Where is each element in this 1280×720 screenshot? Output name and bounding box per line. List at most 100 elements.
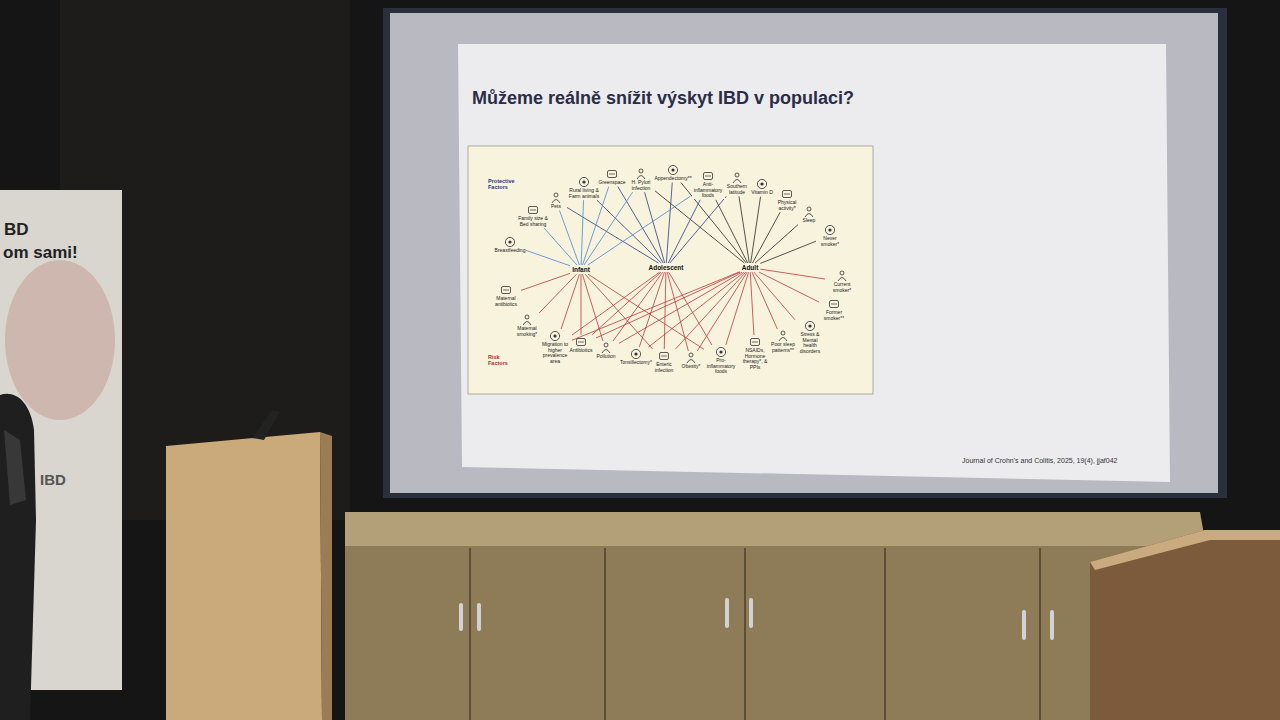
- poster-text-holder: IBD: [40, 472, 66, 489]
- factor-connector: [716, 200, 748, 263]
- factor-label: Antibiotics: [569, 348, 593, 354]
- protective-factor: Vitamin D: [749, 178, 775, 196]
- risk-factor: Maternal smoking*: [513, 314, 541, 337]
- factor-icon: [731, 172, 743, 184]
- factor-connector: [584, 192, 633, 265]
- poster-text: om sami!: [3, 244, 78, 263]
- poster-photo: [5, 260, 115, 420]
- factor-label: Southern latitude: [725, 184, 749, 195]
- factor-label: Obesity*: [681, 364, 701, 370]
- factor-icon: [824, 224, 836, 236]
- risk-factor: Maternal antibiotics: [492, 284, 520, 307]
- stage-label: Adult: [741, 264, 760, 271]
- factor-label: H. Pylori infection: [628, 180, 654, 191]
- group-heading: Risk Factors: [488, 354, 514, 366]
- factor-icon: [749, 336, 761, 348]
- risk-factor: Migration to higher prevalence area: [539, 330, 571, 364]
- poster-text: IBD: [40, 472, 66, 489]
- factor-icon: [777, 330, 789, 342]
- poster-text: BD: [4, 221, 29, 240]
- factor-connector: [580, 274, 581, 335]
- factor-label: Never smoker*: [817, 236, 843, 247]
- factor-label: Migration to higher prevalence area: [539, 342, 571, 364]
- factor-connector: [750, 272, 754, 335]
- factor-connector: [539, 274, 576, 313]
- factor-label: Enteric infection: [652, 362, 676, 373]
- risk-factor: NSAIDs, Hormone therapy*, & PPIs: [740, 336, 770, 370]
- counter-top: [345, 512, 1206, 546]
- screen-frame: [383, 8, 1227, 498]
- group-heading-holder: Protective Factors: [488, 178, 524, 190]
- risk-factor: Enteric infection: [652, 350, 676, 373]
- laptop: [252, 410, 280, 440]
- factor-connector: [726, 272, 749, 345]
- factor-icon: [804, 320, 816, 332]
- factor-connector: [668, 200, 700, 263]
- factor-connector: [752, 212, 780, 263]
- protective-factor: Sleep: [799, 206, 819, 224]
- risk-factor: Former smoker**: [820, 298, 848, 321]
- slide-title: Můžeme reálně snížit výskyt IBD v popula…: [472, 88, 854, 109]
- factor-connector: [669, 272, 712, 345]
- factor-label: Rural living & Farm animals: [567, 188, 601, 199]
- protective-factor: H. Pylori infection: [628, 168, 654, 191]
- factor-connector: [645, 192, 665, 263]
- risk-factor: Current smoker*: [826, 270, 858, 293]
- factor-label: Pollution: [596, 354, 616, 360]
- factor-icon: [549, 330, 561, 342]
- factor-connector: [649, 272, 745, 347]
- factor-connector: [592, 272, 661, 335]
- factor-connector: [582, 274, 603, 341]
- factor-label: Vitamin D: [751, 190, 774, 196]
- factor-connector: [560, 211, 580, 265]
- factor-icon: [836, 270, 848, 282]
- factor-icon: [828, 298, 840, 310]
- figure-panel: [468, 146, 873, 394]
- factor-label: Physical activity*: [774, 200, 800, 211]
- citation-block: Journal of Crohn's and Colitis, 2025, 19…: [962, 457, 1117, 464]
- factor-icon: [575, 336, 587, 348]
- factor-connector: [561, 274, 579, 329]
- protective-factor: Never smoker*: [817, 224, 843, 247]
- life-stage: Adult: [741, 264, 760, 271]
- factor-icon: [685, 352, 697, 364]
- factor-icon: [658, 350, 670, 362]
- factor-icon: [504, 236, 516, 248]
- factor-label: Maternal smoking*: [513, 326, 541, 337]
- factor-label: NSAIDs, Hormone therapy*, & PPIs: [740, 348, 770, 370]
- factor-connector: [760, 269, 825, 279]
- factor-connector: [697, 272, 747, 351]
- factor-label: Pro-inflammatory foods: [705, 358, 737, 375]
- protective-factor: Breastfeeding: [495, 236, 525, 254]
- factor-label: Appendectomy**: [654, 176, 692, 182]
- factor-label: Maternal antibiotics: [492, 296, 520, 307]
- citation: Journal of Crohn's and Colitis, 2025, 19…: [962, 457, 1117, 464]
- factor-connector: [588, 274, 704, 349]
- factor-icon: [606, 168, 618, 180]
- factor-icon: [500, 284, 512, 296]
- poster-text-holder: om sami!: [3, 244, 78, 263]
- factor-icon: [578, 176, 590, 188]
- protective-factor: Pets: [546, 192, 566, 210]
- protective-factor: Anti-inflammatory foods: [692, 170, 725, 199]
- risk-factor: Pollution: [594, 342, 618, 360]
- lectern: [166, 432, 322, 720]
- factor-connector: [521, 273, 570, 290]
- factor-icon: [756, 178, 768, 190]
- lectern-side: [320, 432, 332, 720]
- risk-factor: Stress & Mental health disorders: [796, 320, 824, 354]
- factor-connector: [667, 272, 688, 351]
- factor-label: Current smoker*: [826, 282, 858, 293]
- factor-label: Breastfeeding: [494, 248, 526, 254]
- factor-icon: [630, 348, 642, 360]
- factor-connector: [655, 191, 744, 263]
- factor-label: Sleep: [802, 218, 816, 224]
- stage-label: Adolescent: [647, 264, 684, 271]
- protective-factor: Rural living & Farm animals: [567, 176, 601, 199]
- factor-icon: [667, 164, 679, 176]
- life-stage: Adolescent: [647, 264, 684, 271]
- factor-connector: [596, 272, 740, 338]
- factor-connector: [544, 228, 577, 265]
- factor-icon: [715, 346, 727, 358]
